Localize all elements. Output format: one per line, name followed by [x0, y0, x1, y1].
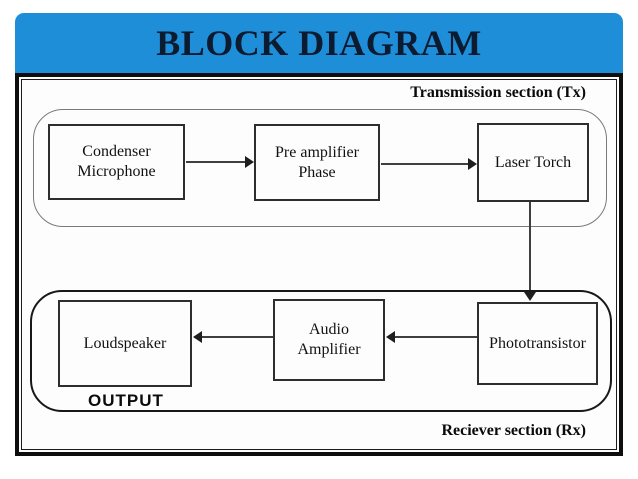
- block-phototransistor: Phototransistor: [477, 302, 598, 385]
- connector-audio-to-loudspeaker: [201, 336, 273, 338]
- connector-laser-to-phototransistor: [529, 202, 531, 292]
- block-label: Pre amplifier Phase: [275, 143, 359, 181]
- output-label: OUTPUT: [88, 391, 164, 410]
- block-label: Loudspeaker: [83, 334, 167, 352]
- block-pre-amplifier-phase: Pre amplifier Phase: [254, 124, 380, 201]
- block-label: Laser Torch: [494, 153, 572, 171]
- block-audio-amplifier: Audio Amplifier: [273, 299, 385, 381]
- arrowhead-right-icon: [468, 158, 477, 170]
- block-label: Condenser Microphone: [77, 143, 156, 180]
- connector-condenser-to-preamp: [186, 161, 246, 163]
- connector-preamp-to-laser: [381, 163, 468, 165]
- connector-phototransistor-to-audio: [394, 336, 477, 338]
- rx-section-label: Reciever section (Rx): [441, 422, 586, 439]
- arrowhead-left-icon: [386, 331, 395, 343]
- arrowhead-right-icon: [245, 156, 254, 168]
- slide-title-banner: BLOCK DIAGRAM: [15, 13, 623, 73]
- tx-section-group: [33, 109, 607, 227]
- block-condenser-microphone: Condenser Microphone: [48, 124, 185, 200]
- block-laser-torch: Laser Torch: [477, 123, 589, 202]
- arrowhead-down-icon: [524, 292, 536, 301]
- block-label: Audio Amplifier: [297, 321, 361, 358]
- tx-section-label: Transmission section (Tx): [410, 84, 586, 101]
- rx-section-group: [30, 290, 612, 412]
- arrowhead-left-icon: [193, 331, 202, 343]
- block-label: Phototransistor: [489, 334, 586, 352]
- page-title: BLOCK DIAGRAM: [156, 23, 482, 63]
- block-loudspeaker: Loudspeaker: [58, 300, 192, 387]
